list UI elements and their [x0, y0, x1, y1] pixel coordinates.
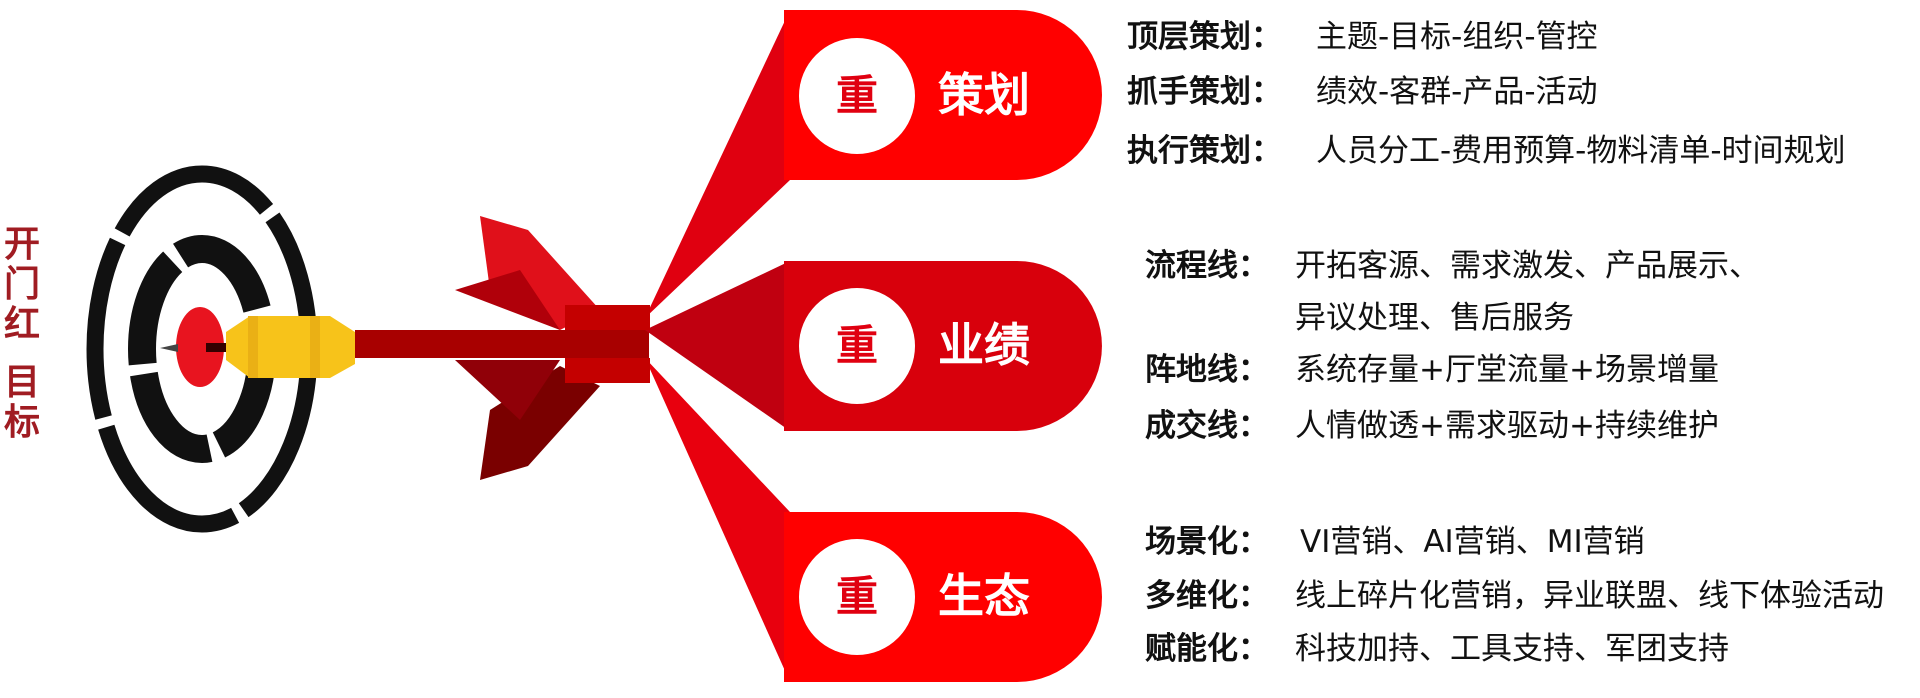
item-key: 场景化： [1145, 524, 1269, 560]
badge-3: 重 [835, 572, 878, 621]
list-item: 执行策划： 人员分工-费用预算-物料清单-时间规划 [1127, 133, 1846, 169]
side-title-line-1: 开门红 [4, 224, 41, 345]
item-value: 主题-目标-组织-管控 [1316, 19, 1598, 55]
connector-shapes [565, 10, 790, 682]
item-key: 流程线： [1145, 248, 1269, 284]
item-key: 赋能化： [1145, 631, 1269, 667]
item-value: 人情做透+需求驱动+持续维护 [1295, 408, 1719, 444]
list-item: 顶层策划： 主题-目标-组织-管控 [1127, 19, 1598, 55]
item-key: 成交线： [1145, 408, 1269, 444]
list-item: 场景化： VI营销、AI营销、MI营销 [1145, 524, 1645, 560]
pillar-label-planning: 策划 [938, 68, 1030, 122]
list-item: 抓手策划： 绩效-客群-产品-活动 [1127, 74, 1598, 110]
badge-1: 重 [835, 71, 878, 120]
item-value: VI营销、AI营销、MI营销 [1300, 524, 1645, 560]
item-value: 开拓客源、需求激发、产品展示、 [1295, 248, 1760, 284]
list-item: 赋能化： 科技加持、工具支持、军团支持 [1145, 631, 1729, 667]
side-title: 开门红 目标 [0, 225, 44, 443]
pillar-label-ecosystem: 生态 [938, 569, 1030, 623]
side-title-line-2: 目标 [4, 362, 41, 443]
item-value: 绩效-客群-产品-活动 [1316, 74, 1598, 110]
item-key: 阵地线： [1145, 352, 1269, 388]
pillar-label-performance: 业绩 [938, 318, 1030, 372]
dart-icon [206, 216, 649, 480]
list-item: 流程线： 开拓客源、需求激发、产品展示、 [1145, 248, 1760, 284]
item-key: 多维化： [1145, 578, 1269, 614]
item-key: 抓手策划： [1127, 74, 1282, 110]
item-key: 执行策划： [1127, 133, 1282, 169]
list-item: 成交线： 人情做透+需求驱动+持续维护 [1145, 408, 1719, 444]
item-value: 异议处理、售后服务 [1295, 300, 1574, 336]
badge-2: 重 [835, 321, 878, 370]
item-value: 系统存量+厅堂流量+场景增量 [1295, 352, 1719, 388]
list-item-continued: 异议处理、售后服务 [1295, 300, 1574, 336]
item-value: 人员分工-费用预算-物料清单-时间规划 [1316, 133, 1846, 169]
pills [784, 10, 1102, 682]
item-key: 顶层策划： [1127, 19, 1282, 55]
item-value: 科技加持、工具支持、军团支持 [1295, 631, 1729, 667]
item-value: 线上碎片化营销，异业联盟、线下体验活动 [1295, 578, 1884, 614]
list-item: 多维化： 线上碎片化营销，异业联盟、线下体验活动 [1145, 578, 1884, 614]
list-item: 阵地线： 系统存量+厅堂流量+场景增量 [1145, 352, 1719, 388]
